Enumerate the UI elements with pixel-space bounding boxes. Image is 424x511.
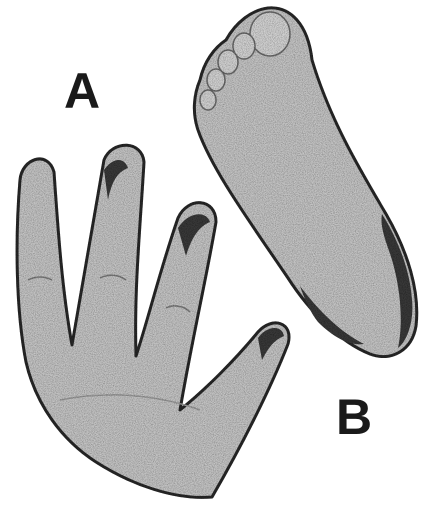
- foot-print-icon: [194, 8, 416, 357]
- toe: [250, 12, 290, 56]
- toe: [207, 69, 225, 91]
- toe: [200, 90, 216, 110]
- label-a: A: [64, 66, 100, 116]
- label-b: B: [336, 392, 372, 442]
